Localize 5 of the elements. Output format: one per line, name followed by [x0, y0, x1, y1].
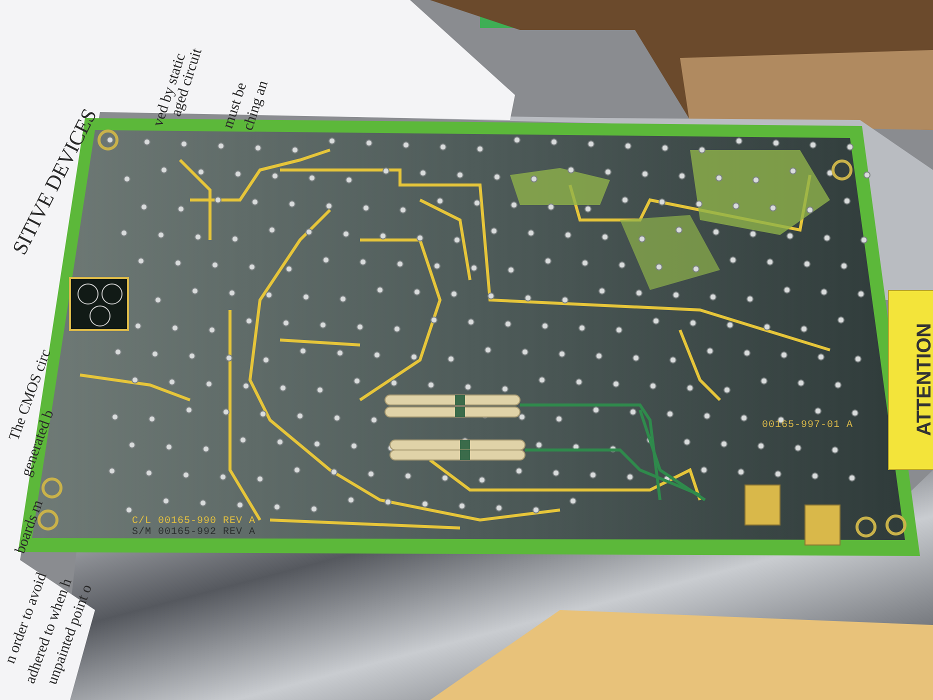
part-number: 00165-997-01 A — [762, 420, 854, 431]
part-number: S/M 00165-992 REV A — [132, 527, 256, 538]
paper-text: boards m — [12, 498, 46, 556]
part-number: C/L 00165-990 REV A — [132, 516, 256, 527]
warning-tag: ATTENTION — [888, 290, 933, 470]
